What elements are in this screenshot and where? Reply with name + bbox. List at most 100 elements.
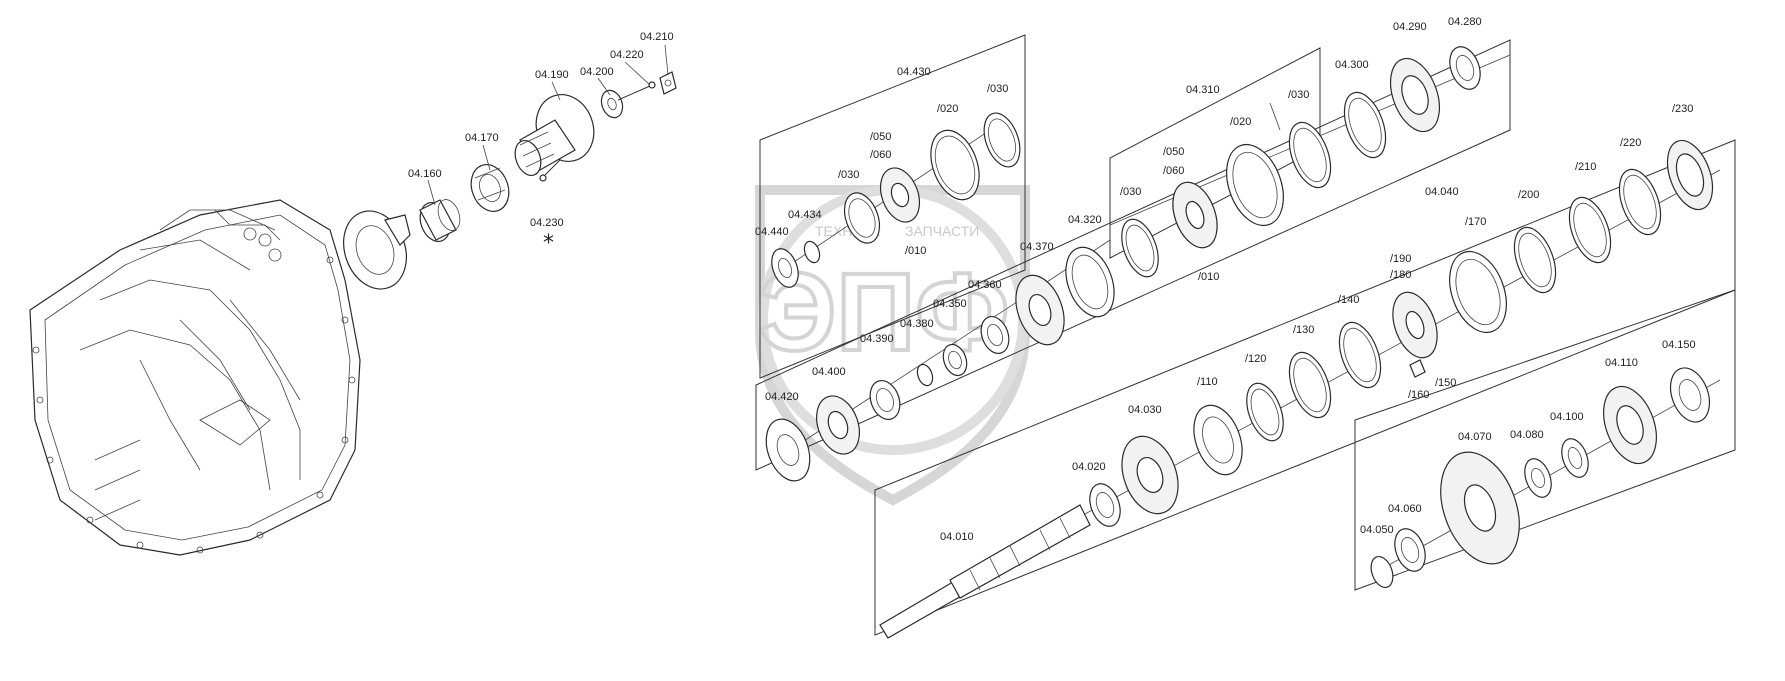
label-04-100: 04.100	[1550, 411, 1584, 423]
bracket-04-040	[874, 139, 1736, 636]
label-04-210: 04.210	[640, 31, 674, 43]
label-04-310: 04.310	[1186, 84, 1220, 96]
sleeve-04-310-020	[1226, 143, 1284, 227]
label-04-080: 04.080	[1510, 429, 1544, 441]
watermark-big-text: ЭПФ	[758, 251, 1009, 374]
callout-labels: 04.210 04.220 04.200 04.190 04.170 04.16…	[408, 16, 1696, 543]
label-04-030: 04.030	[1128, 404, 1162, 416]
gear-04-070	[1440, 451, 1520, 565]
gear-04-040-230	[1666, 139, 1714, 211]
ring-04-040-130	[1288, 351, 1332, 419]
label-04-310-060: /060	[1163, 165, 1184, 177]
label-04-370: 04.370	[1020, 241, 1054, 253]
shaft-04-010	[879, 504, 1091, 639]
gear-04-290	[1389, 57, 1441, 133]
label-04-430-050: /050	[870, 131, 891, 143]
label-04-320: 04.320	[1068, 214, 1102, 226]
asterisk-marker: *	[543, 231, 554, 256]
part-04-210-lock-plate	[659, 71, 677, 95]
label-04-040-140: /140	[1338, 294, 1359, 306]
ring-04-310-030a	[1121, 218, 1159, 278]
synchronizer-04-310-parts	[1121, 46, 1481, 278]
left-assembly	[343, 71, 677, 290]
label-04-150: 04.150	[1662, 339, 1696, 351]
ring-04-430-030a	[843, 192, 881, 244]
gear-04-440	[771, 248, 799, 288]
watermark: ТЕХНИКА ЗАПЧАСТИ ЭПФ	[755, 185, 1030, 506]
upper-assembly-parts	[765, 112, 1115, 482]
label-04-040-230: /230	[1672, 103, 1693, 115]
label-04-040-150: /150	[1435, 377, 1456, 389]
ring-04-434	[803, 240, 821, 264]
label-04-040-180: /180	[1390, 269, 1411, 281]
mainshaft-parts	[879, 139, 1714, 639]
label-04-040-110: /110	[1197, 376, 1218, 388]
part-04-230-bolt	[539, 159, 561, 182]
label-04-430: 04.430	[897, 66, 931, 78]
ring-04-040-140	[1338, 321, 1382, 389]
bearing-04-390	[869, 380, 901, 420]
label-04-430-020: /020	[937, 103, 958, 115]
label-04-420: 04.420	[765, 391, 799, 403]
label-04-310-020: /020	[1230, 116, 1251, 128]
ring-04-310-030b	[1288, 121, 1332, 189]
bearing-04-360	[980, 316, 1010, 354]
label-04-200: 04.200	[580, 66, 614, 78]
label-04-040-200: /200	[1518, 189, 1539, 201]
ring-04-040-210	[1568, 196, 1612, 264]
part-04-220-bolt	[617, 81, 656, 101]
label-04-040-160: /160	[1408, 389, 1429, 401]
label-04-010: 04.010	[940, 531, 974, 543]
ring-04-050	[1370, 555, 1394, 589]
ring-04-040-120	[1246, 382, 1284, 442]
label-04-040: 04.040	[1425, 186, 1459, 198]
bush-04-350	[942, 343, 968, 377]
label-04-190: 04.190	[535, 69, 569, 81]
label-04-310-010: /010	[1198, 271, 1219, 283]
leader-lines	[427, 44, 1281, 206]
label-04-300: 04.300	[1335, 59, 1369, 71]
hub-04-040-150	[1392, 291, 1438, 359]
label-04-430-030: /030	[987, 83, 1008, 95]
label-04-070: 04.070	[1458, 431, 1492, 443]
part-04-160-flange	[343, 210, 411, 290]
label-04-360: 04.360	[968, 279, 1002, 291]
bearing-04-150	[1669, 367, 1711, 423]
gear-04-400	[815, 395, 861, 455]
gear-04-040-110	[1193, 404, 1243, 476]
sleeve-04-040-170	[1449, 250, 1507, 334]
bracket-04-430	[759, 34, 1026, 379]
label-04-040-210: /210	[1575, 161, 1596, 173]
label-04-230: 04.230	[530, 217, 564, 229]
bearing-04-060	[1394, 528, 1426, 572]
block-04-040-160	[1409, 359, 1426, 378]
part-04-190-output-flange	[514, 94, 595, 177]
label-04-434: 04.434	[788, 209, 822, 221]
label-04-170: 04.170	[465, 132, 499, 144]
bearing-04-020	[1089, 483, 1121, 527]
label-04-040-120: /120	[1245, 353, 1266, 365]
ring-04-300	[1343, 91, 1387, 159]
label-04-110: 04.110	[1605, 357, 1638, 369]
label-04-310-030: /030	[1288, 89, 1309, 101]
label-04-050: 04.050	[1360, 524, 1394, 536]
label-04-380: 04.380	[900, 318, 934, 330]
label-04-040-220: /220	[1620, 137, 1641, 149]
bracket-04-110	[1354, 289, 1736, 591]
sleeve-04-430-020	[930, 129, 980, 201]
part-04-170-bearing	[470, 164, 510, 212]
label-04-160: 04.160	[408, 168, 442, 180]
label-04-440: 04.440	[755, 226, 789, 238]
ring-04-380	[916, 363, 934, 387]
bracket-04-300	[755, 39, 1511, 471]
ring-04-040-200	[1513, 226, 1557, 294]
part-04-200-washer	[600, 89, 624, 119]
bearing-04-100	[1561, 438, 1589, 478]
label-04-220: 04.220	[610, 49, 644, 61]
hub-04-430-010	[879, 167, 921, 223]
label-04-290: 04.290	[1393, 21, 1427, 33]
transmission-housing	[29, 199, 361, 556]
label-04-390: 04.390	[860, 333, 894, 345]
label-04-430-030b: /030	[838, 169, 859, 181]
